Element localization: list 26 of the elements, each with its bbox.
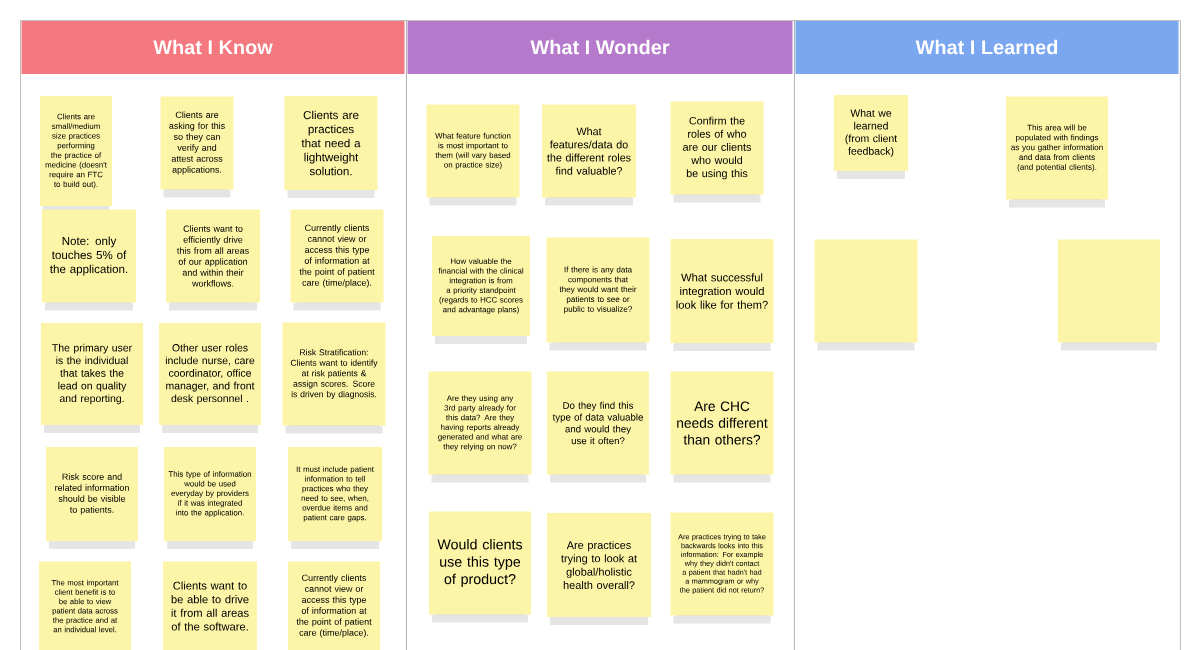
sticky-note: What successful integration would look like for them? [670,239,774,351]
sticky-note: Clients are practices that need a lightweight solution. [284,96,378,198]
sticky-note: If there is any data components that they would want their patients to see or public to visualize? [546,237,650,351]
sticky-note: Currently clients cannot view or access this type of information at the point of patient care (time/place). [290,209,384,311]
header-band: What I Learned [795,21,1179,74]
sticky-note: This area will be populated with findings as you gather information and data from clients (and potential clients). [1006,96,1108,208]
sticky-note: Clients want to be able to drive it from all areas of the software. [163,561,257,650]
sticky-note: Confirm the roles of who are our clients who would be using this [670,101,764,203]
sticky-note: What we learned (from client feedback) [834,95,908,179]
sticky-note: Are practices trying to look at global/holistic health overall? [547,513,651,625]
sticky-note: Clients want to efficiently drive this from all areas of our application and within their workflows. [166,209,260,311]
sticky-note [814,239,918,351]
sticky-note: What features/data do the different roles find valuable? [542,104,636,206]
sticky-note: Are CHC needs different than others? [670,371,774,483]
sticky-note: Clients are asking for this so they can verify and attest across applications. [160,96,234,198]
sticky-note: Note: only touches 5% of the application. [42,209,136,311]
sticky-note: Do they find this type of data valuable and would they use it often? [547,371,649,483]
sticky-note: The primary user is the individual that takes the lead on quality and reporting. [41,323,143,433]
header-band: What I Wonder [407,21,793,74]
sticky-note: Risk score and related information should be visible to patients. [46,447,138,549]
sticky-note: Other user roles include nurse, care coordinator, office manager, and front desk personnel . [159,323,261,433]
sticky-note: Risk Stratification: Clients want to identify at risk patients & assign scores. Score is driven by diagnosis. [282,322,386,434]
sticky-note [1058,239,1160,351]
header-band: What I Know [21,21,405,74]
sticky-note: Currently clients cannot view or access this type of information at the point of patient care (time/place). [288,561,380,650]
sticky-note: Would clients use this type of product? [429,511,531,623]
